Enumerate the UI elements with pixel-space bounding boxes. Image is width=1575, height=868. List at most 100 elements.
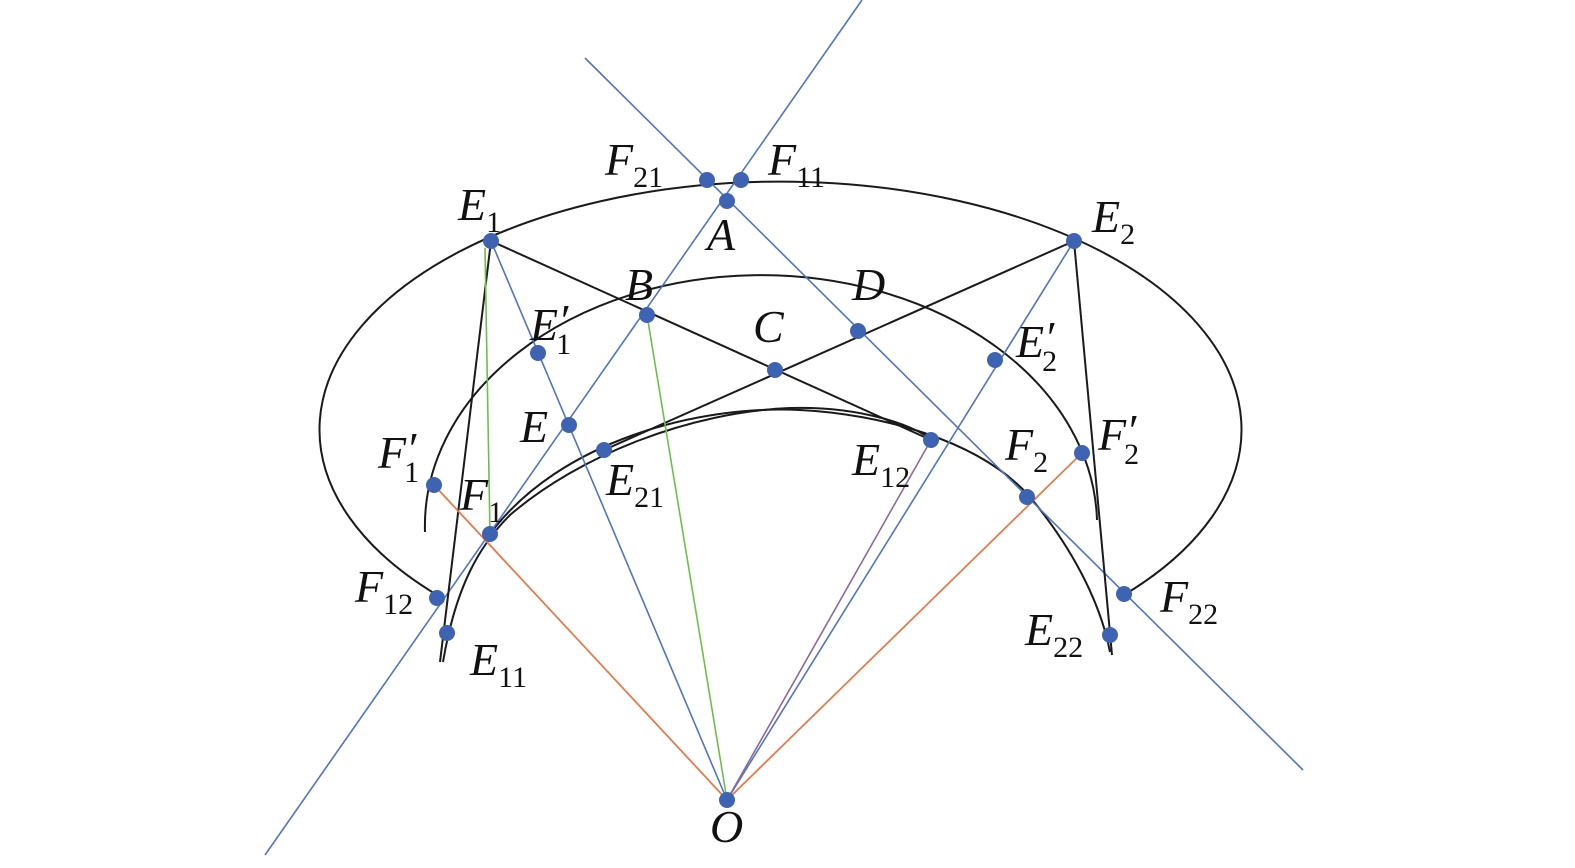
label-base: E	[851, 434, 880, 485]
label-base: E	[469, 634, 498, 685]
point-D	[850, 323, 866, 339]
label-subscript: 11	[498, 661, 527, 694]
label-F1p: F′1	[377, 423, 419, 489]
label-F21: F21	[604, 134, 663, 194]
label-base: C	[753, 301, 785, 352]
label-F2p: F′2	[1097, 405, 1139, 471]
label-subscript: 2	[1124, 438, 1139, 471]
label-O: O	[710, 801, 743, 852]
line-E2-E21	[603, 240, 1075, 451]
point-E22	[1102, 627, 1118, 643]
label-base: F	[459, 469, 489, 520]
point-F12	[429, 590, 445, 606]
point-F11	[733, 172, 749, 188]
label-E: E	[519, 401, 548, 452]
label-subscript: 12	[880, 461, 910, 494]
line-E2-E22	[1073, 240, 1113, 656]
line-F2p-O	[726, 452, 1083, 801]
label-base: E	[1024, 604, 1053, 655]
inner-arc-2	[442, 406, 936, 663]
point-A	[719, 193, 735, 209]
point-E12	[923, 432, 939, 448]
label-prime: ′	[558, 295, 569, 346]
point-F2p	[1074, 445, 1090, 461]
label-subscript: 22	[1188, 598, 1218, 631]
label-F12: F12	[354, 561, 413, 621]
point-C	[767, 362, 783, 378]
label-base: F	[354, 561, 384, 612]
label-F2: F2	[1004, 419, 1048, 479]
label-subscript: 2	[1033, 446, 1048, 479]
label-subscript: 1	[488, 496, 503, 529]
label-E2p: E′2	[1015, 312, 1057, 378]
point-E1p	[530, 345, 546, 361]
label-subscript: 21	[634, 481, 664, 514]
point-E11	[439, 625, 455, 641]
point-E21	[596, 442, 612, 458]
label-B: B	[625, 259, 653, 310]
line-E1-E11	[439, 240, 492, 663]
label-base: F	[604, 134, 634, 185]
label-subscript: 12	[383, 588, 413, 621]
label-subscript: 11	[796, 161, 825, 194]
label-base: E	[529, 299, 558, 350]
point-F1	[482, 526, 498, 542]
line-E2-O	[726, 240, 1075, 801]
label-F1: F1	[459, 469, 503, 529]
line-B-O	[646, 314, 728, 801]
label-E21: E21	[605, 454, 664, 514]
middle-ellipse-arc	[423, 274, 1098, 533]
label-E1: E1	[457, 179, 501, 239]
label-A: A	[704, 209, 736, 260]
label-subscript: 1	[404, 456, 419, 489]
point-E2p	[987, 352, 1003, 368]
label-base: E	[457, 179, 486, 230]
label-base: E	[1091, 191, 1120, 242]
label-E12: E12	[851, 434, 910, 494]
point-F21	[699, 172, 715, 188]
outer-ellipse-arc	[318, 180, 1243, 596]
point-E1	[483, 233, 499, 249]
label-base: E	[605, 454, 634, 505]
label-base: F	[1004, 419, 1034, 470]
label-subscript: 1	[486, 206, 501, 239]
point-E	[561, 417, 577, 433]
label-E1p: E′1	[529, 295, 571, 361]
line-E1-E12	[490, 240, 932, 441]
point-B	[639, 307, 655, 323]
label-prime: ′	[1044, 312, 1055, 363]
label-F22: F22	[1159, 571, 1218, 631]
line-E1-O	[490, 240, 728, 801]
label-C: C	[753, 301, 785, 352]
point-O	[719, 792, 735, 808]
label-base: D	[851, 259, 885, 310]
label-prime: ′	[1126, 405, 1137, 456]
label-E2: E2	[1091, 191, 1135, 251]
label-F11: F11	[767, 134, 825, 194]
label-E22: E22	[1024, 604, 1083, 664]
line-O-E12	[726, 439, 932, 801]
label-subscript: 21	[633, 161, 663, 194]
label-subscript: 1	[556, 328, 571, 361]
label-base: O	[710, 801, 743, 852]
label-base: E	[519, 401, 548, 452]
label-base: A	[704, 209, 736, 260]
label-subscript: 2	[1120, 218, 1135, 251]
label-base: B	[625, 259, 653, 310]
point-F2	[1019, 489, 1035, 505]
label-subscript: 2	[1042, 345, 1057, 378]
label-subscript: 22	[1053, 631, 1083, 664]
line-E1-F1	[484, 247, 491, 535]
line-through-A-F22	[584, 57, 1304, 771]
point-F22	[1116, 586, 1132, 602]
label-E11: E11	[469, 634, 527, 694]
point-F1p	[426, 477, 442, 493]
label-base: F	[1097, 409, 1127, 460]
label-base: E	[1015, 316, 1044, 367]
label-prime: ′	[406, 423, 417, 474]
point-E2	[1066, 233, 1082, 249]
label-D: D	[851, 259, 885, 310]
label-base: F	[377, 427, 407, 478]
